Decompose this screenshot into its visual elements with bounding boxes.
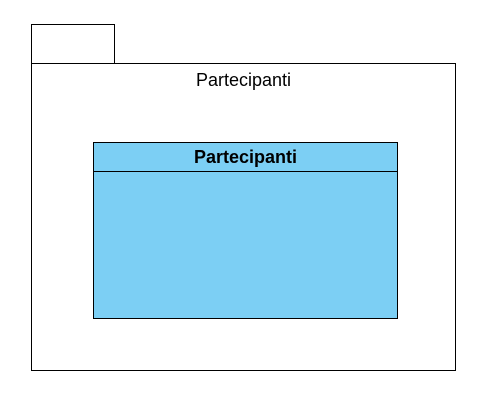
class-name: Partecipanti <box>94 143 397 172</box>
package-tab <box>31 24 115 64</box>
class-box[interactable]: Partecipanti <box>93 142 398 319</box>
package-label: Partecipanti <box>195 70 292 90</box>
class-attributes-compartment <box>94 172 397 318</box>
